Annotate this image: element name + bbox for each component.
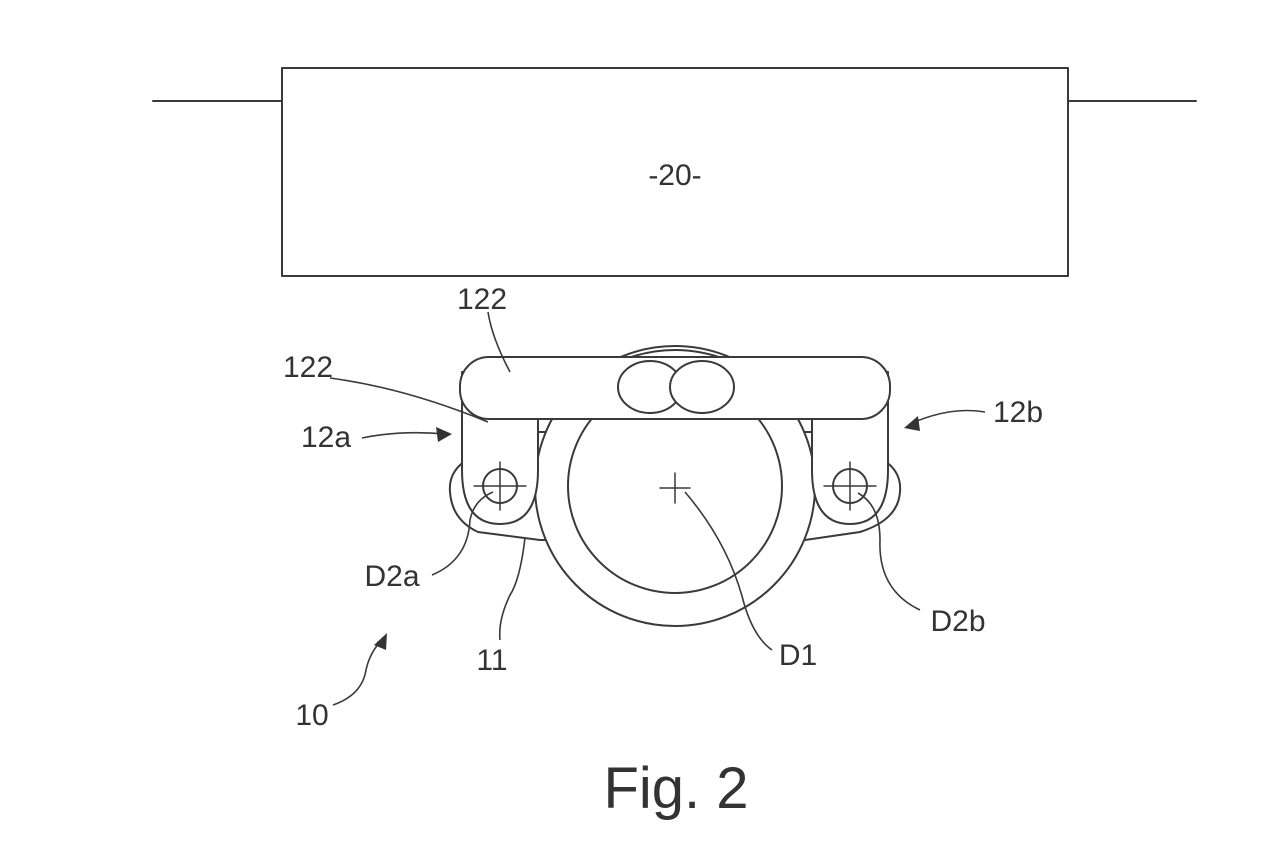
leader-lines xyxy=(329,311,986,706)
label-arm-a: 12a xyxy=(301,421,351,454)
label-lever-left: 122 xyxy=(283,351,333,384)
label-assembly: 10 xyxy=(295,699,328,732)
label-axis-center: D1 xyxy=(779,639,817,672)
reference-labels: 122 122 12a 12b D2a D2b 11 D1 10 xyxy=(283,283,1043,732)
label-base: 11 xyxy=(476,644,507,677)
label-axis-a: D2a xyxy=(364,560,419,593)
component-20-box xyxy=(281,67,1069,277)
component-20-label: -20- xyxy=(648,159,701,192)
label-arm-b: 12b xyxy=(993,396,1043,429)
label-axis-b: D2b xyxy=(930,605,985,638)
figure-caption: Fig. 2 xyxy=(603,756,748,821)
label-lever-top: 122 xyxy=(457,283,507,316)
mechanism-assembly xyxy=(448,345,902,627)
component-20: -20- xyxy=(152,67,1197,277)
roller-right xyxy=(669,360,735,414)
